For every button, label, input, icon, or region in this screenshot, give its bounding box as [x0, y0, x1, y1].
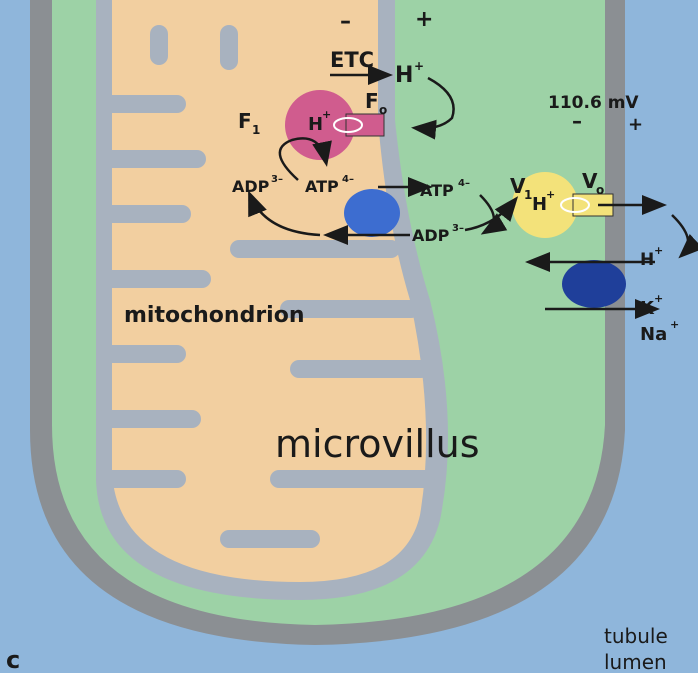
adp-left-label: ADP: [232, 177, 270, 196]
atp-left-sup: 4–: [342, 174, 354, 185]
cation-antiporter: [562, 260, 626, 308]
atp-right-sup: 4–: [458, 178, 470, 189]
atp-right-label: ATP: [420, 181, 454, 200]
h-top-plus: +: [414, 59, 424, 73]
f1-label: F: [238, 109, 252, 133]
adp-atp-translocase: [344, 189, 400, 237]
etc-label: ETC: [330, 48, 374, 72]
k-label: K: [640, 298, 655, 319]
atp-left-label: ATP: [305, 177, 339, 196]
voltage-plus: +: [628, 114, 643, 135]
h-top-label: H: [395, 63, 413, 88]
tubule-label: tubule: [604, 624, 668, 648]
microvillus-label: microvillus: [275, 422, 480, 466]
top-plus-sign: +: [415, 7, 433, 32]
vo-subscript: o: [596, 183, 604, 197]
lumen-label: lumen: [604, 650, 667, 673]
adp-right-sup: 3–: [452, 223, 464, 234]
mitochondrion-label: mitochondrion: [124, 303, 305, 328]
na-label: Na: [640, 324, 667, 345]
v1-h-plus: +: [546, 188, 555, 201]
v1-h-label: H: [532, 194, 547, 215]
h-right-label: H: [640, 250, 654, 270]
top-minus-sign: –: [340, 9, 351, 34]
voltage-label: 110.6 mV: [548, 93, 639, 113]
fo-label: F: [365, 89, 379, 113]
h-right-plus: +: [654, 244, 663, 257]
f1-h-plus: +: [322, 108, 331, 121]
adp-right-label: ADP: [412, 226, 450, 245]
fo-subscript: o: [379, 103, 387, 117]
panel-label: c: [6, 646, 20, 673]
f1-subscript: 1: [252, 123, 260, 137]
adp-left-sup: 3–: [271, 174, 283, 185]
k-plus: +: [654, 292, 663, 305]
f1-h-label: H: [308, 114, 323, 135]
voltage-minus: –: [572, 109, 582, 133]
na-plus: +: [670, 318, 679, 331]
